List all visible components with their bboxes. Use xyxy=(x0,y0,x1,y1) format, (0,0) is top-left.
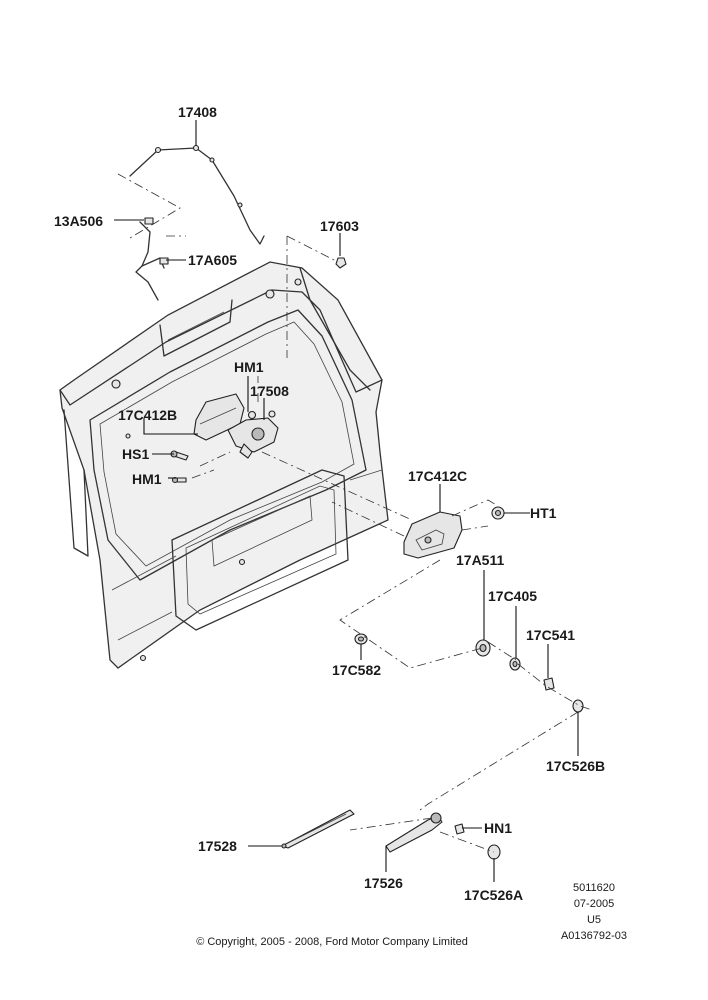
label-17C526A: 17C526A xyxy=(464,887,523,903)
nut-17C541 xyxy=(543,677,555,691)
seal-17C582 xyxy=(354,633,368,645)
washer-17C405 xyxy=(509,657,521,671)
label-HM1-top: HM1 xyxy=(234,359,264,375)
nut-HN1 xyxy=(454,823,465,835)
leader-lines xyxy=(114,120,579,882)
reference-line-2: 07-2005 xyxy=(574,898,614,910)
label-17A511: 17A511 xyxy=(456,552,504,568)
reference-line-3: U5 xyxy=(587,914,601,926)
label-17408: 17408 xyxy=(178,104,217,120)
wiper-motor-assembly xyxy=(193,393,279,459)
label-17C526B: 17C526B xyxy=(546,758,605,774)
fastener-HT1 xyxy=(491,506,505,520)
label-17C405: 17C405 xyxy=(488,588,537,604)
label-17A605: 17A605 xyxy=(188,252,237,268)
label-HN1: HN1 xyxy=(484,820,512,836)
copyright-notice: © Copyright, 2005 - 2008, Ford Motor Com… xyxy=(196,936,468,948)
label-17C412B: 17C412B xyxy=(118,407,177,423)
label-17528: 17528 xyxy=(198,838,237,854)
label-HT1: HT1 xyxy=(530,505,557,521)
reference-line-1: 5011620 xyxy=(573,882,615,894)
label-17603: 17603 xyxy=(320,218,359,234)
label-17C582: 17C582 xyxy=(332,662,381,678)
cap-17C526B xyxy=(572,699,584,713)
grommet-17A511 xyxy=(475,639,491,657)
reference-line-4: A0136792-03 xyxy=(561,930,627,942)
wiring-harness xyxy=(135,217,169,301)
washer-hose-17408 xyxy=(129,144,265,245)
label-17508: 17508 xyxy=(250,383,289,399)
label-13A506: 13A506 xyxy=(54,213,103,229)
wiper-motor-cover-17C412C xyxy=(403,511,463,559)
liftgate-panel xyxy=(59,261,389,669)
label-17526: 17526 xyxy=(364,875,403,891)
assembly-lines xyxy=(117,173,593,853)
label-17C541: 17C541 xyxy=(526,627,575,643)
wiper-arm-17526 xyxy=(385,812,443,853)
reference-block: 5011620 07-2005 U5 A0136792-03 xyxy=(561,882,627,942)
fastener-screws xyxy=(170,450,189,484)
wiper-blade-17528 xyxy=(281,809,355,849)
clip-17603 xyxy=(335,257,347,269)
label-HS1: HS1 xyxy=(122,446,149,462)
label-HM1-bottom: HM1 xyxy=(132,471,162,487)
part-number-labels: 17408 13A506 17603 17A605 HM1 17508 17C4… xyxy=(54,104,605,903)
label-17C412C: 17C412C xyxy=(408,468,467,484)
